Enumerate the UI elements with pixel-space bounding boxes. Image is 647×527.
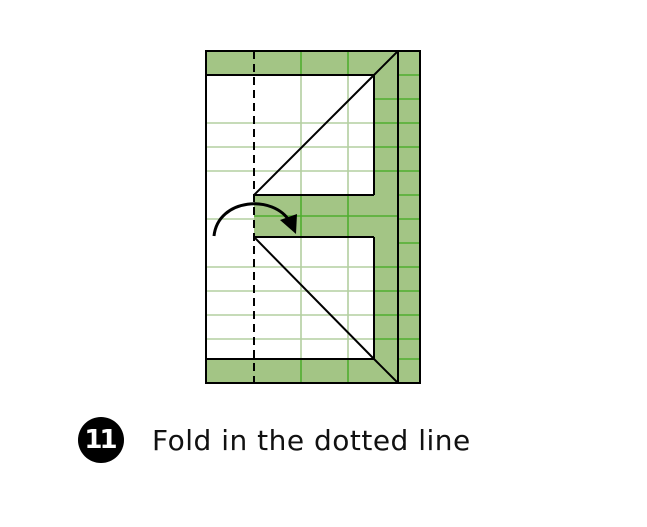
lower-diagonal-crease [253, 236, 375, 360]
band-grid [254, 51, 420, 383]
right-edge-band [398, 51, 420, 383]
lower-diagonal-band [374, 237, 398, 383]
curved-arrow-icon [212, 202, 297, 237]
step-instruction: 11 Fold in the dotted line [78, 417, 471, 463]
fold-outlines [205, 50, 421, 384]
step-number-badge: 11 [78, 417, 124, 463]
paper-outline [205, 50, 421, 384]
upper-diagonal-crease [253, 74, 375, 196]
step-caption: Fold in the dotted line [152, 423, 471, 457]
